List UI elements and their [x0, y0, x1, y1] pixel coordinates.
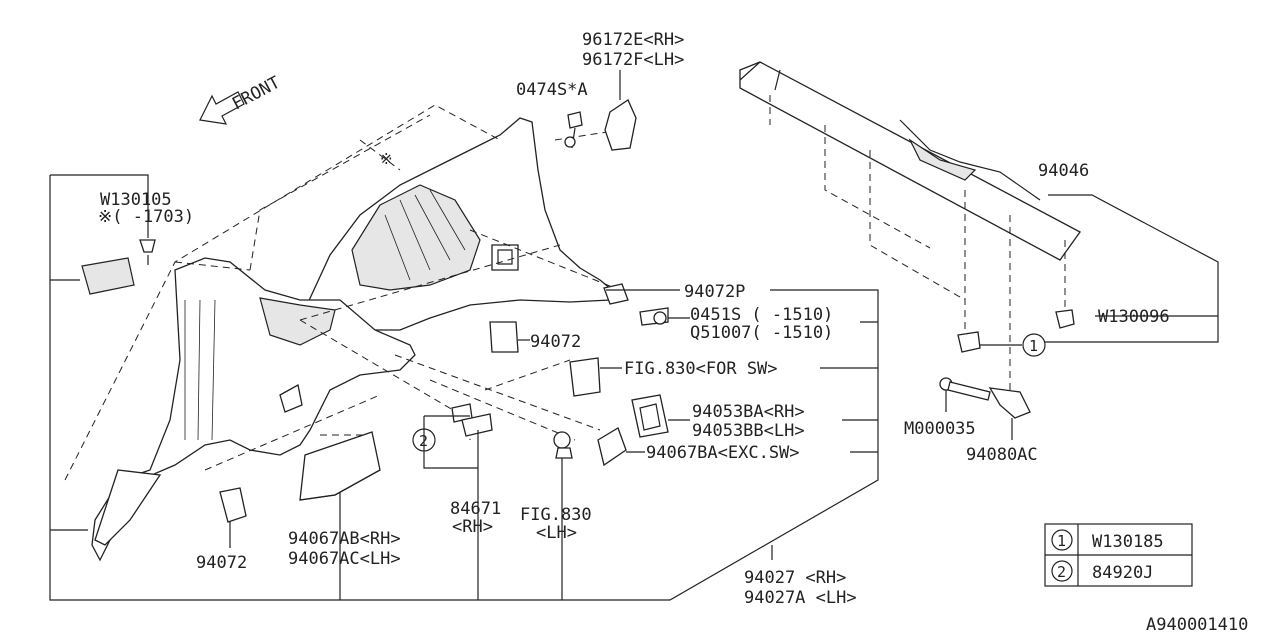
label-94027: 94027 <RH>	[744, 568, 846, 588]
bolt-0451s	[639, 307, 669, 326]
label-94053bb: 94053BB<LH>	[692, 421, 805, 441]
trim-cover-panel	[299, 431, 381, 600]
clip-94072p	[603, 283, 629, 305]
legend-table: 1 2 W130185 84920J	[1044, 523, 1193, 587]
bolt-0474s	[564, 111, 583, 149]
leader-94046	[1045, 194, 1219, 343]
legend-part-1: W130185	[1092, 532, 1164, 552]
label-q51007: Q51007( -1510)	[690, 323, 833, 343]
label-84671-rh: <RH>	[452, 517, 493, 537]
rear-skuff-plate	[739, 61, 1081, 390]
label-96172f: 96172F<LH>	[582, 50, 684, 70]
label-fig830-lh: FIG.830	[520, 505, 592, 525]
label-fig830-lh2: <LH>	[536, 523, 577, 543]
clip-w130096	[1055, 309, 1075, 329]
front-label: FRONT	[229, 73, 284, 115]
label-fig830-sw: FIG.830<FOR SW>	[624, 359, 778, 379]
label-84671: 84671	[450, 499, 501, 519]
label-0451s: 0451S ( -1510)	[690, 305, 833, 325]
plate-piece	[81, 257, 135, 295]
part-84671	[423, 403, 493, 600]
label-94072-lower: 94072	[196, 553, 247, 573]
clip-94072-upper	[489, 321, 530, 353]
lower-side-trim	[91, 257, 416, 562]
svg-text:1: 1	[1029, 337, 1038, 355]
label-94027a: 94027A <LH>	[744, 588, 857, 608]
cover-94067ba	[597, 427, 627, 467]
bolt-m000035	[939, 377, 991, 412]
socket-fig830-lh	[553, 431, 573, 600]
connector-fig830	[569, 357, 601, 397]
legend-part-2: 84920J	[1092, 563, 1153, 583]
label-94067ba: 94067BA<EXC.SW>	[646, 443, 800, 463]
label-94080ac: 94080AC	[966, 445, 1038, 465]
leader-w130105	[50, 174, 149, 238]
front-arrow-icon	[199, 91, 245, 125]
label-94072-upper: 94072	[530, 332, 581, 352]
label-94067ab: 94067AB<RH>	[288, 529, 401, 549]
switch-94053	[631, 394, 669, 438]
bracket-94080ac	[988, 387, 1031, 440]
label-96172e: 96172E<RH>	[582, 30, 684, 50]
label-asterisk: ※	[380, 150, 393, 168]
clip-w130105	[139, 239, 156, 265]
legend-num-1: 1	[1057, 532, 1066, 550]
leader-frame-94027	[49, 175, 879, 601]
label-94067ac: 94067AC<LH>	[288, 549, 401, 569]
diagram-id: A940001410	[1146, 615, 1248, 635]
label-w130096: W130096	[1098, 307, 1170, 327]
label-0474s: 0474S*A	[516, 80, 588, 100]
svg-text:2: 2	[419, 432, 428, 450]
label-w130105: W130105	[100, 190, 172, 210]
legend-num-2: 2	[1057, 563, 1066, 581]
clip-94072-lower	[219, 487, 247, 548]
callout-2: 2	[412, 428, 436, 452]
label-94072p: 94072P	[684, 282, 745, 302]
label-94053ba: 94053BA<RH>	[692, 402, 805, 422]
callout-1: 1	[1022, 333, 1046, 357]
clip-w130185	[957, 331, 1022, 353]
bracket-96172	[604, 70, 637, 151]
label-m000035: M000035	[904, 419, 976, 439]
label-w130105-note: ※( -1703)	[98, 207, 194, 227]
quarter-trim-panel	[299, 117, 613, 331]
label-94046: 94046	[1038, 161, 1089, 181]
